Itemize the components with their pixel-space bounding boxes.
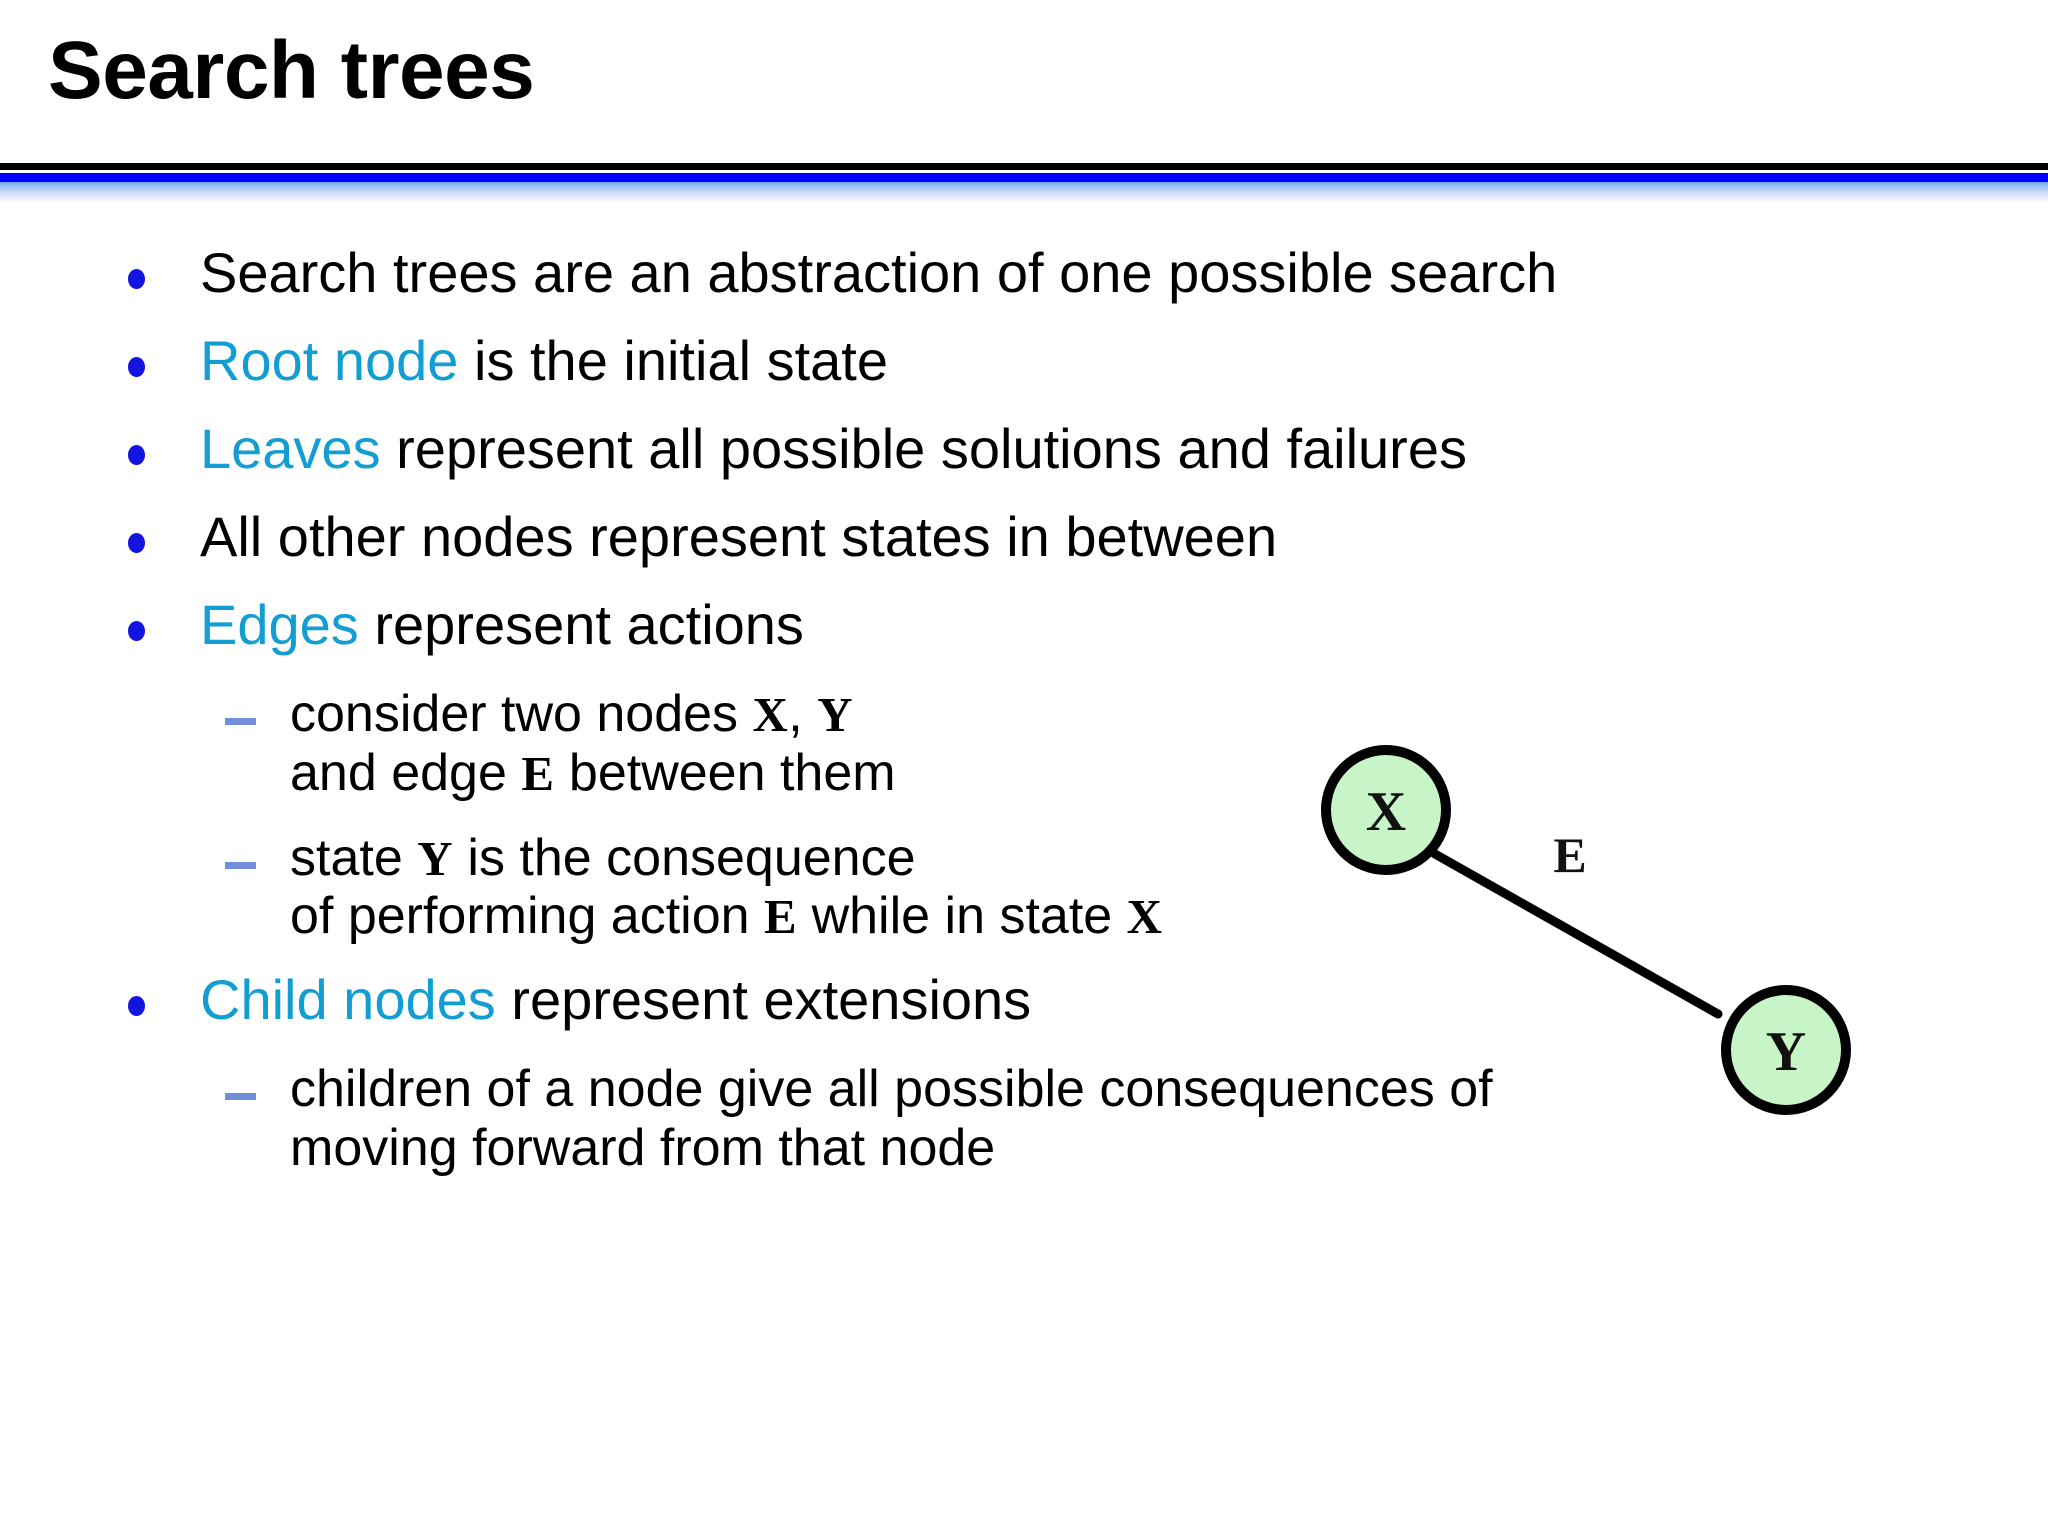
sub-bullet-item-1: consider two nodes X, Y and edge E betwe…: [0, 685, 2048, 803]
bullet-item-4: All other nodes represent states in betw…: [0, 509, 2048, 565]
divider-black-rule: [0, 163, 2048, 170]
sub1-l2-a: and edge: [290, 743, 522, 802]
sub-bullet-1-line-1: consider two nodes X, Y: [290, 685, 2048, 744]
bullet-dot-icon: [128, 357, 145, 377]
node-x-circle: [1321, 745, 1451, 875]
node-x-label: X: [1366, 781, 1406, 843]
sub-bullet-dash-icon: [225, 861, 256, 869]
page-title: Search trees: [48, 25, 535, 116]
variable-y: Y: [417, 830, 453, 886]
sub2-l1-b: is the consequence: [452, 828, 916, 887]
sub-bullet-item-2: state Y is the consequence of performing…: [0, 829, 2048, 947]
sub1-l2-b: between them: [554, 743, 896, 802]
bullet-6-accent: Child nodes: [200, 968, 496, 1031]
bullet-dot-icon: [128, 445, 145, 465]
bullet-3-text: represent all possible solutions and fai…: [380, 417, 1467, 480]
bullet-5-text: represent actions: [358, 593, 804, 656]
variable-x: X: [1126, 889, 1163, 945]
bullet-item-2: Root node is the initial state: [0, 333, 2048, 389]
sub-bullet-dash-icon: [225, 1093, 256, 1100]
bullet-1-text: Search trees are an abstraction of one p…: [200, 241, 1558, 304]
bullet-6-text: represent extensions: [495, 968, 1032, 1031]
bullet-dot-icon: [128, 996, 145, 1016]
bullet-5-accent: Edges: [200, 593, 359, 656]
title-divider: [0, 163, 2048, 203]
divider-gradient: [0, 182, 2048, 203]
bullet-4-text: All other nodes represent states in betw…: [200, 505, 1278, 568]
sub-bullet-3-line-1: children of a node give all possible con…: [290, 1060, 1493, 1118]
sub2-l1-a: state: [290, 828, 418, 887]
node-y-circle: [1721, 985, 1851, 1115]
sub1-l1-a: consider two nodes: [290, 685, 753, 743]
divider-blue-rule: [0, 173, 2048, 182]
bullet-item-3: Leaves represent all possible solutions …: [0, 421, 2048, 477]
edge-label: E: [1553, 827, 1586, 883]
sub-bullet-2-line-2: of performing action E while in state X: [290, 887, 2048, 946]
edge-line: [1430, 849, 1723, 1019]
sub1-l1-b: ,: [788, 685, 818, 743]
sub-bullet-1-line-2: and edge E between them: [290, 744, 2048, 803]
bullet-item-1: Search trees are an abstraction of one p…: [0, 245, 2048, 301]
bullet-item-5: Edges represent actions: [0, 597, 2048, 653]
variable-y: Y: [817, 687, 853, 742]
sub-bullet-3-line-2: moving forward from that node: [290, 1118, 996, 1177]
bullet-dot-icon: [128, 621, 145, 641]
sub-bullet-item-3: children of a node give all possible con…: [0, 1060, 2048, 1178]
search-tree-diagram: X Y E: [1316, 742, 1876, 1142]
bullet-2-text: is the initial state: [458, 329, 888, 392]
divider-gap: [0, 170, 2048, 173]
bullet-item-6: Child nodes represent extensions: [0, 972, 2048, 1028]
sub2-l2-b: while in state: [797, 887, 1127, 946]
bullet-dot-icon: [128, 533, 145, 553]
content-list: Search trees are an abstraction of one p…: [0, 245, 2048, 1204]
bullet-3-accent: Leaves: [200, 417, 381, 480]
sub-bullet-dash-icon: [225, 718, 256, 725]
variable-e: E: [521, 745, 555, 801]
variable-x: X: [752, 687, 789, 742]
bullet-dot-icon: [128, 269, 145, 289]
variable-e: E: [764, 889, 798, 945]
bullet-2-accent: Root node: [200, 329, 459, 392]
sub2-l2-a: of performing action: [290, 887, 765, 946]
node-y-label: Y: [1766, 1021, 1806, 1083]
sub-bullet-2-line-1: state Y is the consequence: [290, 829, 2048, 888]
